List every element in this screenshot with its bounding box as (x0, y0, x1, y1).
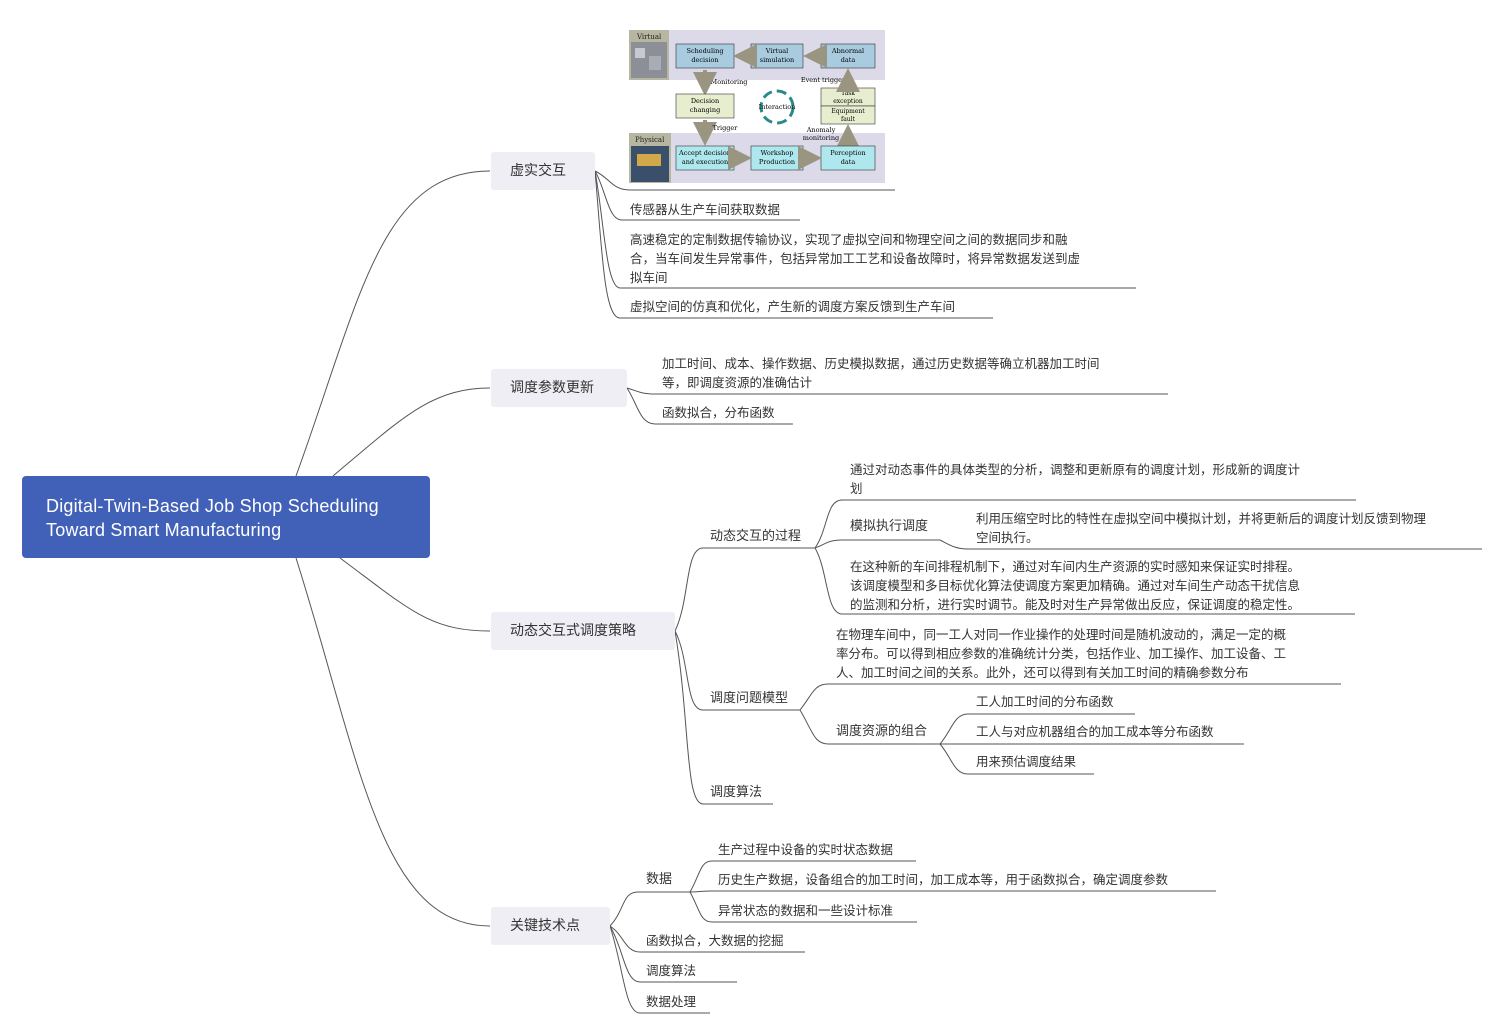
topic-dynamic-strategy[interactable]: 动态交互式调度策略 (491, 612, 675, 650)
ds-algorithm[interactable]: 调度算法 (710, 785, 763, 800)
svg-text:Perception: Perception (830, 149, 865, 157)
svg-text:exception: exception (833, 98, 863, 105)
ds-resource-item[interactable]: 工人与对应机器组合的加工成本等分布函数 (976, 724, 1214, 739)
svg-text:Equipment: Equipment (831, 108, 865, 115)
ds-sim-detail[interactable]: 利用压缩空时比的特性在虚拟空间中模拟计划，并将更新后的调度计划反馈到物理 空间执… (976, 511, 1427, 545)
svg-text:monitoring: monitoring (803, 134, 839, 142)
svg-text:Anomaly: Anomaly (806, 126, 836, 134)
svg-text:Trigger: Trigger (713, 124, 739, 132)
topic-param-update[interactable]: 调度参数更新 (491, 369, 627, 407)
root-title-line2: Toward Smart Manufacturing (46, 520, 282, 540)
vr-item-sensor[interactable]: 传感器从生产车间获取数据 (630, 202, 781, 217)
topic-virtual-real[interactable]: 虚实交互 (491, 152, 595, 190)
ds-model-label[interactable]: 调度问题模型 (710, 691, 789, 706)
svg-text:changing: changing (690, 106, 720, 114)
svg-text:Accept decision: Accept decision (678, 149, 731, 157)
ds-model-detail[interactable]: 在物理车间中，同一工人对同一作业操作的处理时间是随机波动的，满足一定的概 率分布… (836, 627, 1287, 680)
pu-item-fitting[interactable]: 函数拟合，分布函数 (662, 405, 775, 420)
kt-data-label[interactable]: 数据 (646, 872, 673, 887)
svg-text:Event trigger: Event trigger (801, 76, 846, 84)
svg-text:data: data (841, 56, 856, 64)
ds-process-item1[interactable]: 通过对动态事件的具体类型的分析，调整和更新原有的调度计划，形成新的调度计 划 (850, 462, 1301, 496)
pu-item-estimate[interactable]: 加工时间、成本、操作数据、历史模拟数据，通过历史数据等确立机器加工时间 等，即调… (662, 356, 1100, 390)
vr-item-protocol[interactable]: 高速稳定的定制数据传输协议，实现了虚拟空间和物理空间之间的数据同步和融 合，当车… (630, 232, 1081, 285)
root-topic[interactable]: Digital-Twin-Based Job Shop Scheduling T… (22, 476, 430, 558)
svg-text:Virtual: Virtual (765, 47, 789, 55)
ds-sim-label[interactable]: 模拟执行调度 (850, 519, 929, 534)
svg-text:Monitoring: Monitoring (711, 78, 748, 86)
svg-text:Interaction: Interaction (759, 103, 796, 111)
ds-process-item3[interactable]: 在这种新的车间排程机制下，通过对车间内生产资源的实时感知来保证实时排程。 该调度… (850, 559, 1301, 612)
topic-key-tech[interactable]: 关键技术点 (491, 907, 610, 945)
root-title-line1: Digital-Twin-Based Job Shop Scheduling (46, 496, 379, 516)
kt-data-item[interactable]: 生产过程中设备的实时状态数据 (718, 842, 894, 857)
svg-text:Decision: Decision (691, 97, 719, 105)
digital-twin-interaction-figure: Virtual Physical Scheduling decision Vir… (629, 30, 885, 184)
svg-text:Abnormal: Abnormal (831, 47, 864, 55)
vr-item-simulation[interactable]: 虚拟空间的仿真和优化，产生新的调度方案反馈到生产车间 (630, 299, 956, 314)
kt-data-item[interactable]: 异常状态的数据和一些设计标准 (718, 903, 894, 918)
svg-text:Production: Production (759, 158, 795, 166)
physical-label: Physical (635, 136, 665, 144)
kt-item[interactable]: 函数拟合，大数据的挖掘 (646, 933, 784, 948)
svg-text:Workshop: Workshop (761, 149, 794, 157)
svg-text:Task: Task (841, 90, 855, 97)
kt-data-item[interactable]: 历史生产数据，设备组合的加工时间，加工成本等，用于函数拟合，确定调度参数 (718, 872, 1169, 887)
virtual-label: Virtual (636, 33, 662, 41)
ds-resource-label[interactable]: 调度资源的组合 (836, 724, 928, 739)
ds-resource-item[interactable]: 工人加工时间的分布函数 (976, 694, 1114, 709)
svg-text:Scheduling: Scheduling (687, 47, 724, 55)
svg-text:decision: decision (691, 56, 718, 64)
svg-text:data: data (841, 158, 856, 166)
ds-resource-item[interactable]: 用来预估调度结果 (976, 754, 1077, 769)
svg-text:and execution: and execution (682, 158, 728, 166)
ds-process-label[interactable]: 动态交互的过程 (710, 529, 802, 544)
svg-text:simulation: simulation (760, 56, 795, 64)
kt-item[interactable]: 调度算法 (646, 963, 697, 978)
svg-text:fault: fault (841, 116, 856, 123)
kt-item[interactable]: 数据处理 (646, 994, 697, 1009)
